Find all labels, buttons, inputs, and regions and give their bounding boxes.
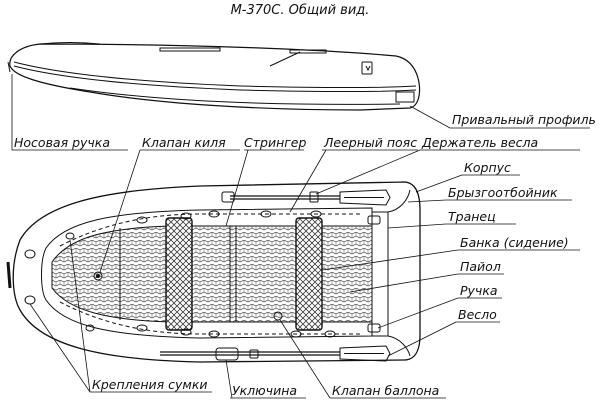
oar-top <box>221 189 391 206</box>
keel-valve <box>93 271 103 281</box>
tube-inner <box>41 207 373 339</box>
leader-privalny-profil <box>409 105 590 129</box>
tube-valve <box>273 311 283 321</box>
diagram-title: M-370C. Общий вид. <box>231 3 370 18</box>
side-transom <box>395 91 415 103</box>
label-stringer: Стрингер <box>244 135 306 150</box>
leader-nosovaya-ruchka <box>11 74 128 151</box>
leader-klapan-ballona <box>279 319 331 399</box>
leader-krepleniya-1 <box>29 303 91 393</box>
label-ruchka: Ручка <box>460 283 498 298</box>
label-banka: Банка (сидение) <box>460 235 569 250</box>
side-valve <box>361 61 373 75</box>
label-privalny-profil: Привальный профиль <box>452 112 596 127</box>
transom <box>371 211 389 337</box>
seat-front <box>165 217 193 331</box>
label-nosovaya-ruchka: Носовая ручка <box>14 135 110 150</box>
side-hull-line-2 <box>13 65 417 92</box>
side-seat-1 <box>159 47 221 52</box>
leader-derzhatel <box>315 149 421 195</box>
leader-lines <box>11 74 590 399</box>
tube-outer <box>12 181 421 363</box>
top-view <box>6 181 421 363</box>
leader-leerny-poyas <box>289 149 327 213</box>
leader-veslo <box>387 321 457 357</box>
oarlock <box>215 347 239 361</box>
side-bow-handle <box>7 61 11 73</box>
safety-line-loops <box>136 210 336 338</box>
floorboard <box>169 225 373 323</box>
handle-top <box>367 215 381 225</box>
leader-uklyuchina <box>225 359 233 399</box>
bow-handle <box>6 261 12 289</box>
side-hull-line-3 <box>69 87 401 105</box>
leader-bryzgo <box>407 199 447 203</box>
side-bow-top <box>39 42 101 45</box>
side-seat-2 <box>289 49 327 54</box>
splash-guard-top <box>387 189 411 213</box>
bag-mounts <box>24 232 95 332</box>
label-bryzgootboynik: Брызгоотбойник <box>448 185 558 200</box>
seat-rear <box>295 217 323 331</box>
leader-klapan-kilya <box>99 149 141 273</box>
label-uklyuchina: Уключина <box>232 383 297 398</box>
side-hull-line-1 <box>13 61 417 88</box>
side-view <box>7 42 421 111</box>
side-valve-mark <box>365 65 371 72</box>
keel-valve-center <box>96 274 100 278</box>
leader-tranets <box>387 223 447 229</box>
leader-ruchka <box>377 297 459 329</box>
oar-bottom <box>160 345 391 362</box>
label-klapan-ballona: Клапан баллона <box>332 383 439 398</box>
label-leerny-poyas: Леерный пояс <box>323 135 417 150</box>
label-veslo: Весло <box>458 307 497 322</box>
leader-banka <box>321 249 459 271</box>
callout-labels: Привальный профиль Носовая ручка Клапан … <box>14 112 596 398</box>
leader-stringer <box>225 149 249 227</box>
splash-guard-bottom <box>387 335 411 357</box>
label-krepleniya-sumki: Крепления сумки <box>92 377 208 392</box>
label-tranets: Транец <box>448 209 496 224</box>
label-derzhatel-vesla: Держатель весла <box>421 135 538 150</box>
label-payol: Пайол <box>460 259 501 274</box>
safety-line-top <box>59 213 360 247</box>
leader-payol <box>349 273 459 293</box>
leader-krepleniya-2 <box>69 239 91 393</box>
leader-korpus <box>415 174 463 193</box>
handle-bottom <box>367 323 381 333</box>
label-korpus: Корпус <box>464 160 511 175</box>
oar-holders <box>249 191 319 359</box>
label-klapan-kilya: Клапан киля <box>142 135 226 150</box>
side-oar <box>269 51 301 67</box>
